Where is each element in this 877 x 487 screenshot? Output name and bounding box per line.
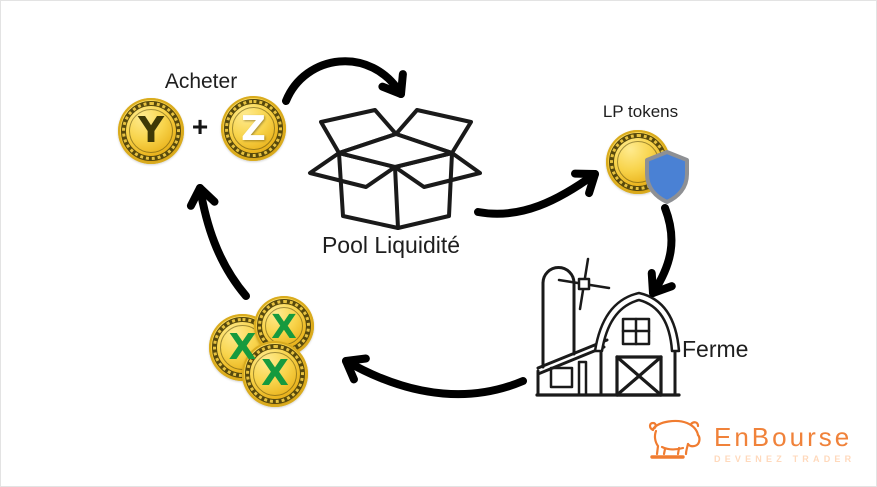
ferme-label: Ferme bbox=[682, 336, 749, 362]
shield-icon bbox=[645, 150, 689, 204]
coin-x-letter: X bbox=[261, 353, 289, 394]
brand-name: EnBourse bbox=[714, 422, 853, 452]
arrow-pool-to-lp bbox=[474, 169, 599, 218]
coin-x-letter: X bbox=[271, 306, 297, 346]
brand-tagline: DEVENEZ TRADER bbox=[714, 454, 856, 464]
coin-z-icon: Z bbox=[221, 96, 286, 161]
barn-farm-icon bbox=[535, 257, 681, 397]
coin-y-letter: Y bbox=[137, 110, 165, 151]
arrow-farm-to-coins bbox=[342, 354, 527, 399]
coin-y-icon: Y bbox=[118, 98, 184, 164]
coin-z-letter: Z bbox=[241, 108, 266, 149]
coin-x-letter: X bbox=[228, 326, 257, 368]
bull-icon bbox=[648, 419, 701, 459]
acheter-label: Acheter bbox=[164, 70, 238, 93]
pool-liquidite-label: Pool Liquidité bbox=[321, 232, 461, 258]
enbourse-logo: EnBourse DEVENEZ TRADER bbox=[647, 418, 855, 464]
coin-x-front-icon: X bbox=[242, 341, 308, 407]
lp-tokens-label: LP tokens bbox=[602, 102, 679, 121]
plus-sign: + bbox=[191, 111, 209, 142]
open-box-icon bbox=[308, 108, 482, 230]
arrow-coins-to-buy bbox=[186, 184, 250, 300]
